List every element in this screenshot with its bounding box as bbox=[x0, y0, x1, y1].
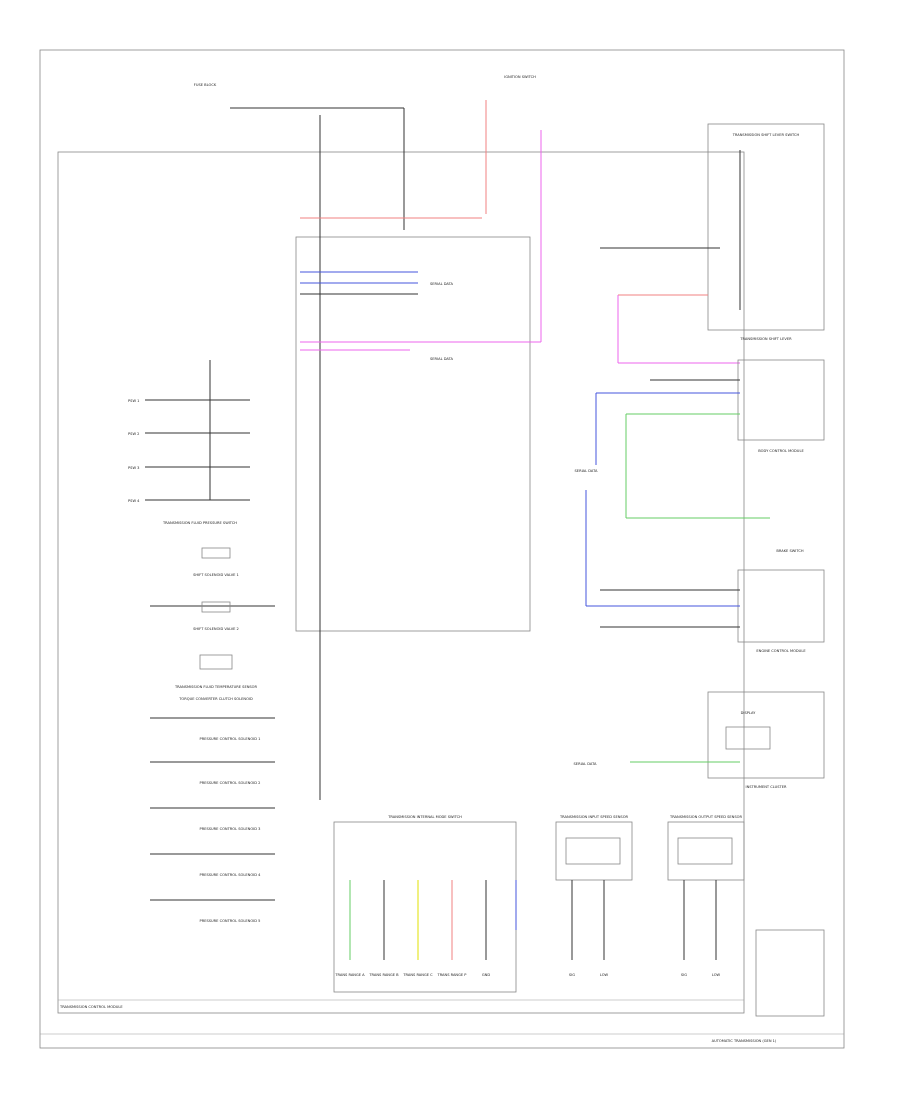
bottom-label-3: TRANS RANGE C bbox=[402, 973, 433, 977]
tcm-connector-box bbox=[295, 236, 531, 632]
tcm-switch-group bbox=[145, 360, 250, 501]
solenoid-label-7: PRESSURE CONTROL SOLENOID 4 bbox=[200, 873, 262, 877]
fuse-block-label: FUSE BLOCK bbox=[194, 83, 217, 87]
serial-data-label-3: SERIAL DATA bbox=[575, 469, 599, 473]
serial-data-label-1: SERIAL DATA bbox=[430, 282, 454, 286]
tcm-box bbox=[57, 151, 745, 1014]
engine-control-label: ENGINE CONTROL MODULE bbox=[756, 649, 806, 653]
body-control-box bbox=[737, 359, 825, 441]
range-switch-label: TRANSMISSION INTERNAL MODE SWITCH bbox=[387, 815, 462, 819]
psw-label-1: PSW 1 bbox=[128, 399, 139, 403]
range-switch-box bbox=[333, 821, 517, 993]
instrument-cluster-box bbox=[707, 691, 825, 779]
shift-lever-box bbox=[707, 123, 825, 331]
body-control-label: BODY CONTROL MODULE bbox=[758, 449, 804, 453]
solenoid-label-6: PRESSURE CONTROL SOLENOID 3 bbox=[200, 827, 261, 831]
output-speed-label: TRANSMISSION OUTPUT SPEED SENSOR bbox=[669, 815, 742, 819]
serial-data-label-4: SERIAL DATA bbox=[574, 762, 598, 766]
psw-label-4: PSW 4 bbox=[128, 499, 140, 503]
engine-control-box bbox=[737, 569, 825, 643]
bottom-label-4: TRANS RANGE P bbox=[437, 973, 468, 977]
pressure-switch-label: TRANSMISSION FLUID PRESSURE SWITCH bbox=[162, 521, 237, 525]
shift-lever-switch-label: TRANSMISSION SHIFT LEVER SWITCH bbox=[732, 133, 800, 137]
solenoid-label-4: PRESSURE CONTROL SOLENOID 1 bbox=[200, 737, 261, 741]
psw-label-3: PSW 3 bbox=[128, 466, 139, 470]
serial-data-label-2: SERIAL DATA bbox=[430, 357, 454, 361]
brake-switch-label: BRAKE SWITCH bbox=[776, 549, 803, 553]
bottom-label-9: LOW bbox=[712, 973, 721, 977]
display-label: DISPLAY bbox=[741, 711, 757, 715]
ignition-switch-label: IGNITION SWITCH bbox=[504, 75, 536, 79]
output-speed-box bbox=[667, 821, 745, 881]
bottom-label-5: GND bbox=[482, 973, 490, 977]
outer-frame bbox=[39, 49, 845, 1049]
temp-sensor-label: TRANSMISSION FLUID TEMPERATURE SENSOR bbox=[174, 685, 258, 689]
diagram-title: AUTOMATIC TRANSMISSION (GEN 1) bbox=[712, 1039, 777, 1043]
input-speed-label: TRANSMISSION INPUT SPEED SENSOR bbox=[559, 815, 629, 819]
input-speed-box bbox=[555, 821, 633, 881]
bottom-label-1: TRANS RANGE A bbox=[334, 973, 365, 977]
solenoid-label-1: SHIFT SOLENOID VALVE 1 bbox=[193, 573, 239, 577]
solenoid-label-2: SHIFT SOLENOID VALVE 2 bbox=[193, 627, 239, 631]
psw-label-2: PSW 2 bbox=[128, 432, 139, 436]
solenoid-label-3: TORQUE CONVERTER CLUTCH SOLENOID bbox=[178, 697, 253, 701]
tcm-label: TRANSMISSION CONTROL MODULE bbox=[59, 1005, 123, 1009]
solenoid-label-8: PRESSURE CONTROL SOLENOID 5 bbox=[200, 919, 261, 923]
bottom-label-7: LOW bbox=[600, 973, 609, 977]
bottom-label-6: SIG bbox=[569, 973, 575, 977]
bottom-label-8: SIG bbox=[681, 973, 687, 977]
tcm-solenoid-group bbox=[150, 547, 275, 901]
bottom-label-2: TRANS RANGE B bbox=[368, 973, 399, 977]
solenoid-label-5: PRESSURE CONTROL SOLENOID 2 bbox=[200, 781, 261, 785]
shift-lever-label: TRANSMISSION SHIFT LEVER bbox=[739, 337, 792, 341]
instrument-cluster-label: INSTRUMENT CLUSTER bbox=[746, 785, 787, 789]
